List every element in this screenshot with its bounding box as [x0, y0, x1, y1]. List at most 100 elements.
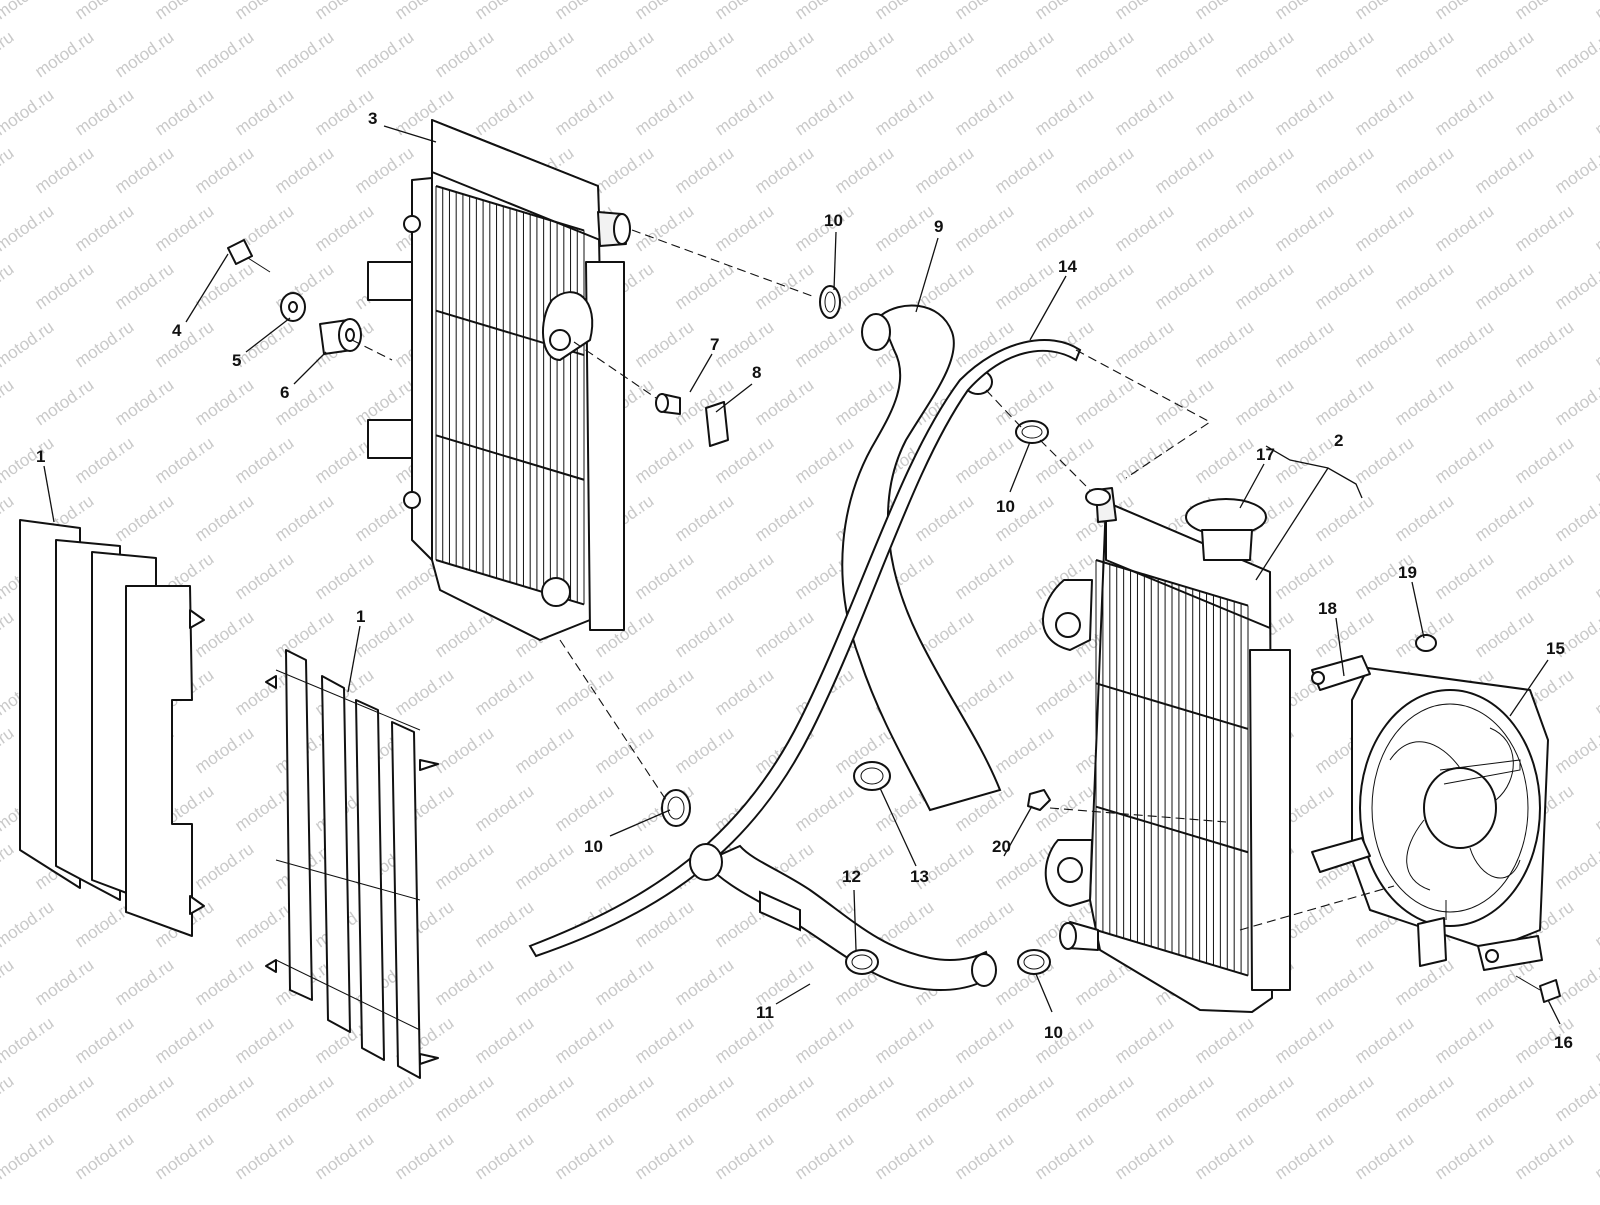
- watermark-text: motod.ru: [1111, 85, 1177, 139]
- watermark-text: motod.ru: [231, 0, 297, 23]
- left-radiator-core: [435, 185, 585, 606]
- watermark-text: motod.ru: [1071, 1071, 1137, 1125]
- watermark-text: motod.ru: [1591, 433, 1600, 487]
- watermark-text: motod.ru: [1311, 143, 1377, 197]
- watermark-text: motod.ru: [1031, 0, 1097, 23]
- watermark-text: motod.ru: [551, 0, 617, 23]
- watermark-text: motod.ru: [991, 143, 1057, 197]
- watermark-text: motod.ru: [511, 1071, 577, 1125]
- watermark-text: motod.ru: [431, 1071, 497, 1125]
- watermark-text: motod.ru: [991, 723, 1057, 777]
- watermark-text: motod.ru: [0, 85, 57, 139]
- watermark-text: motod.ru: [1591, 201, 1600, 255]
- callout-11: 11: [756, 1003, 774, 1022]
- watermark-text: motod.ru: [351, 27, 417, 81]
- watermark-text: motod.ru: [671, 955, 737, 1009]
- watermark-text: motod.ru: [111, 491, 177, 545]
- watermark-text: motod.ru: [1351, 85, 1417, 139]
- watermark-text: motod.ru: [431, 839, 497, 893]
- right-radiator: [1042, 487, 1291, 1013]
- watermark-text: motod.ru: [0, 317, 57, 371]
- watermark-text: motod.ru: [1551, 1071, 1600, 1125]
- callout-18: 18: [1318, 599, 1337, 618]
- watermark-text: motod.ru: [671, 607, 737, 661]
- watermark-text: motod.ru: [1391, 259, 1457, 313]
- watermark-text: motod.ru: [1351, 433, 1417, 487]
- watermark-text: motod.ru: [111, 27, 177, 81]
- watermark-text: motod.ru: [1151, 27, 1217, 81]
- watermark-text: motod.ru: [871, 0, 937, 23]
- watermark-text: motod.ru: [391, 0, 457, 23]
- watermark-text: motod.ru: [951, 897, 1017, 951]
- watermark-text: motod.ru: [631, 1129, 697, 1183]
- watermark-text: motod.ru: [1351, 317, 1417, 371]
- watermark-text: motod.ru: [1311, 491, 1377, 545]
- grommet-part-6: [319, 318, 362, 355]
- watermark-text: motod.ru: [191, 143, 257, 197]
- watermark-text: motod.ru: [431, 27, 497, 81]
- leader-lines: [43, 125, 1561, 1025]
- watermark-text: motod.ru: [191, 27, 257, 81]
- clamp-10-mid: [1015, 420, 1049, 444]
- watermark-text: motod.ru: [231, 85, 297, 139]
- watermark-text: motod.ru: [191, 1071, 257, 1125]
- watermark-text: motod.ru: [751, 607, 817, 661]
- watermark-text: motod.ru: [71, 85, 137, 139]
- callout-3: 3: [368, 109, 377, 128]
- watermark-text: motod.ru: [191, 259, 257, 313]
- watermark-text: motod.ru: [31, 143, 97, 197]
- watermark-text: motod.ru: [1111, 201, 1177, 255]
- watermark-text: motod.ru: [0, 201, 57, 255]
- watermark-text: motod.ru: [951, 665, 1017, 719]
- watermark-text: motod.ru: [431, 723, 497, 777]
- watermark-text: motod.ru: [191, 607, 257, 661]
- watermark-text: motod.ru: [1551, 259, 1600, 313]
- watermark-text: motod.ru: [1031, 85, 1097, 139]
- watermark-text: motod.ru: [1191, 1013, 1257, 1067]
- watermark-text: motod.ru: [671, 1071, 737, 1125]
- watermark-text: motod.ru: [1551, 955, 1600, 1009]
- watermark-text: motod.ru: [911, 259, 977, 313]
- hose-clamps: [661, 285, 1051, 975]
- watermark-text: motod.ru: [1391, 27, 1457, 81]
- watermark-text: motod.ru: [1271, 201, 1337, 255]
- watermark-text: motod.ru: [1511, 549, 1577, 603]
- callout-13: 13: [910, 867, 929, 886]
- watermark-text: motod.ru: [1471, 1071, 1537, 1125]
- watermark-text: motod.ru: [791, 433, 857, 487]
- callout-20: 20: [992, 837, 1011, 856]
- callout-4: 4: [172, 321, 182, 340]
- watermark-text: motod.ru: [191, 723, 257, 777]
- watermark-text: motod.ru: [631, 665, 697, 719]
- watermark-text: motod.ru: [0, 1013, 57, 1067]
- watermark-text: motod.ru: [1231, 27, 1297, 81]
- radiator-crossbar: [435, 434, 585, 481]
- watermark-text: motod.ru: [1591, 1013, 1600, 1067]
- watermark-text: motod.ru: [631, 317, 697, 371]
- bolt-part-4: [227, 239, 271, 273]
- watermark-text: motod.ru: [631, 433, 697, 487]
- watermark-text: motod.ru: [751, 955, 817, 1009]
- watermark-text: motod.ru: [551, 781, 617, 835]
- hose-part-14: [528, 339, 1082, 958]
- callout-10-top: 10: [824, 211, 843, 230]
- watermark-text: motod.ru: [1431, 1129, 1497, 1183]
- watermark-text: motod.ru: [1391, 375, 1457, 429]
- watermark-text: motod.ru: [1511, 201, 1577, 255]
- watermark-text: motod.ru: [151, 1013, 217, 1067]
- watermark-text: motod.ru: [1271, 317, 1337, 371]
- clamp-10-bottom: [1017, 949, 1051, 975]
- callout-19: 19: [1398, 563, 1417, 582]
- watermark-text: motod.ru: [831, 27, 897, 81]
- watermark-text: motod.ru: [471, 85, 537, 139]
- watermark-text: motod.ru: [1071, 27, 1137, 81]
- watermark-text: motod.ru: [231, 433, 297, 487]
- watermark-text: motod.ru: [1231, 375, 1297, 429]
- watermark-text: motod.ru: [391, 1129, 457, 1183]
- watermark-text: motod.ru: [31, 955, 97, 1009]
- watermark-text: motod.ru: [1311, 955, 1377, 1009]
- watermark-text: motod.ru: [1271, 1129, 1337, 1183]
- watermark-text: motod.ru: [1231, 143, 1297, 197]
- watermark-text: motod.ru: [1591, 1129, 1600, 1183]
- watermark-text: motod.ru: [1311, 27, 1377, 81]
